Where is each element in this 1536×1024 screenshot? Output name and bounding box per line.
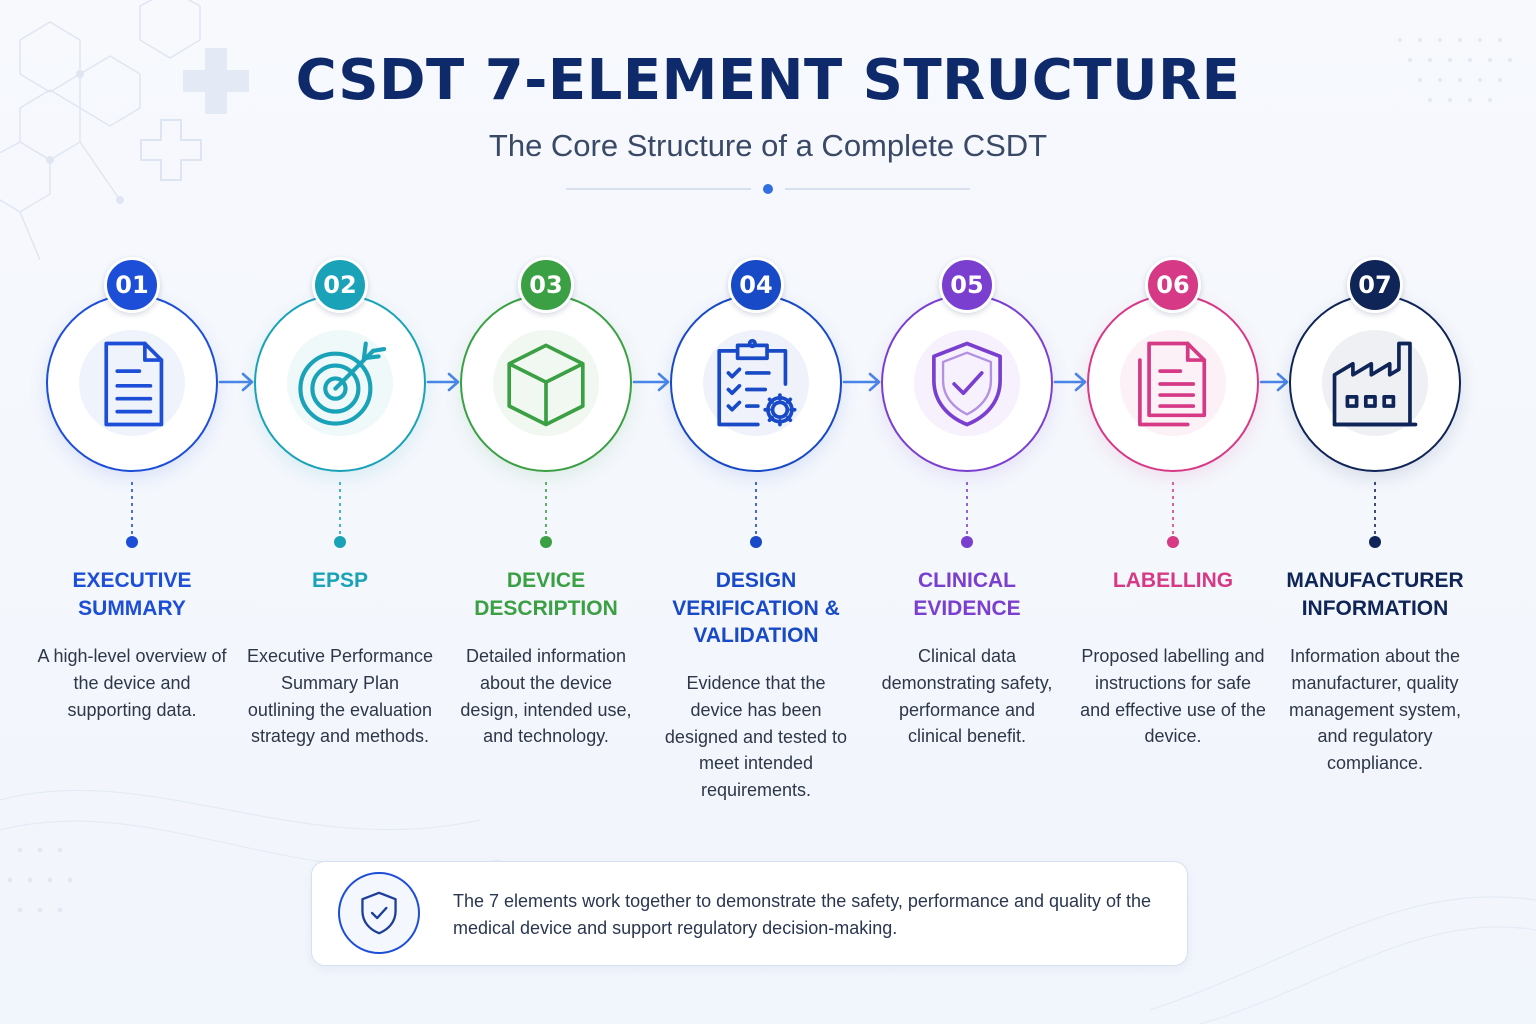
title-divider	[566, 184, 970, 194]
element-ring	[1087, 294, 1259, 472]
element-number-badge: 03	[518, 257, 574, 313]
element-description: Detailed information about the device de…	[460, 646, 632, 747]
drop-connector-dot	[126, 536, 138, 548]
drop-connector-dot	[961, 536, 973, 548]
element-ring	[1289, 294, 1461, 472]
flow-arrow	[632, 372, 670, 392]
element-number-badge: 04	[728, 257, 784, 313]
cube-icon	[507, 343, 585, 427]
element-ring	[670, 294, 842, 472]
element-ring	[254, 294, 426, 472]
element-title: DESIGN VERIFICATION & VALIDATION	[672, 569, 840, 647]
element-number-badge: 07	[1347, 257, 1403, 313]
flow-arrow	[1053, 372, 1087, 392]
drop-connector-dot	[750, 536, 762, 548]
flow-arrow	[426, 372, 460, 392]
summary-note: The 7 elements work together to demonstr…	[311, 861, 1188, 966]
element-number-badge: 05	[939, 257, 995, 313]
element-title: MANUFACTURER INFORMATION	[1286, 569, 1464, 620]
element-number-badge: 02	[312, 257, 368, 313]
element-title: LABELLING	[1112, 569, 1234, 592]
element-ring	[46, 294, 218, 472]
drop-connector-dot	[540, 536, 552, 548]
drop-connector-dot	[1167, 536, 1179, 548]
element-description: Evidence that the device has been design…	[664, 673, 848, 801]
element-number-badge: 06	[1145, 257, 1201, 313]
clipboard-gear-icon	[717, 338, 797, 427]
document-icon	[104, 341, 164, 427]
documents-icon	[1138, 341, 1207, 427]
factory-icon	[1332, 341, 1418, 427]
element-description: A high-level overview of the device and …	[37, 646, 227, 720]
drop-connector-dot	[334, 536, 346, 548]
element-title: EPSP	[311, 569, 369, 592]
drop-connector-dot	[1369, 536, 1381, 548]
element-description: Proposed labelling and instructions for …	[1080, 646, 1266, 747]
element-number-badge: 01	[104, 257, 160, 313]
summary-note-text: The 7 elements work together to demonstr…	[453, 891, 1152, 938]
element-title: CLINICAL EVIDENCE	[913, 569, 1021, 620]
element-title: EXECUTIVE SUMMARY	[72, 569, 192, 620]
shield-check-icon	[361, 891, 397, 935]
page-title: CSDT 7-ELEMENT STRUCTURE	[295, 48, 1241, 113]
element-description: Clinical data demonstrating safety, perf…	[881, 646, 1053, 747]
element-title: DEVICE DESCRIPTION	[474, 569, 618, 620]
target-icon	[298, 341, 386, 426]
element-ring	[460, 294, 632, 472]
flow-arrow	[1259, 372, 1289, 392]
element-description: Information about the manufacturer, qual…	[1288, 646, 1462, 774]
flow-arrow	[842, 372, 881, 392]
shield-check-icon	[932, 341, 1002, 427]
element-description: Executive Performance Summary Plan outli…	[246, 646, 434, 747]
element-ring	[881, 294, 1053, 472]
flow-arrow	[218, 372, 254, 392]
page-subtitle: The Core Structure of a Complete CSDT	[488, 128, 1048, 163]
